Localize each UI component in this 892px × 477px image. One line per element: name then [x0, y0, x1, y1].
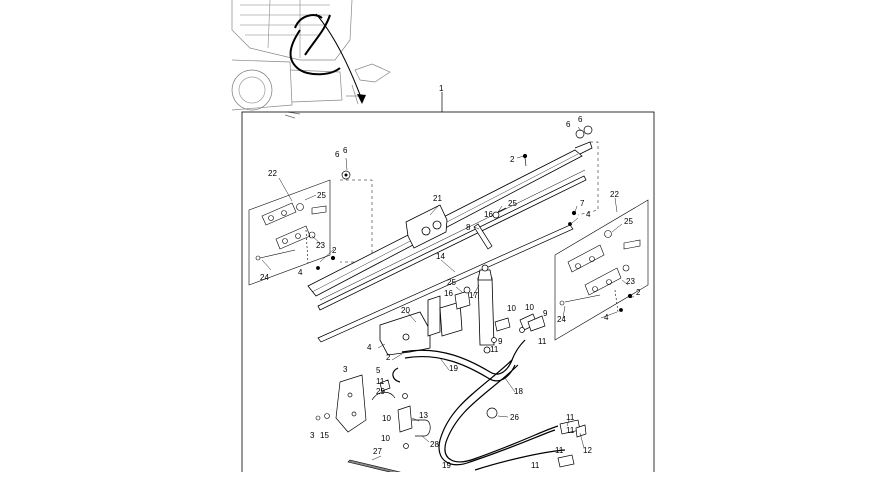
callout-23-left: 23: [316, 241, 325, 250]
mount-bracket-20: [379, 295, 463, 356]
callout-24-left: 24: [260, 273, 269, 282]
callout-4-left: 4: [298, 268, 303, 277]
fittings-9-10: [491, 313, 546, 343]
callout-4-right-bottom: 4: [604, 313, 609, 322]
callout-18: 18: [514, 387, 523, 396]
valve-block-13: [397, 393, 431, 449]
small-parts-15: [315, 413, 330, 421]
callout-6-right-b: 6: [578, 115, 583, 124]
callout-6-left-b: 6: [343, 146, 348, 155]
callout-2-left: 2: [332, 246, 337, 255]
callout-11-f: 11: [555, 446, 564, 455]
callout-labels: 22 25 23 2 4 24 6 6 2 6 6 21 25 16 8 14 …: [260, 115, 641, 470]
washer-right-b: [583, 125, 593, 135]
callout-11-a: 11: [538, 337, 547, 346]
callout-11-d: 11: [566, 413, 575, 422]
left-dash-guides: [340, 179, 373, 263]
callout-9-b: 9: [498, 337, 503, 346]
lower-fittings: [486, 407, 587, 468]
callout-12: 12: [583, 446, 592, 455]
washer-left: [341, 170, 351, 180]
callout-11-b: 11: [490, 345, 499, 354]
washer-right-a: [575, 129, 585, 139]
lower-rod: [317, 224, 574, 343]
callout-2-mid: 2: [386, 353, 391, 362]
hydraulic-cylinder-17: [477, 264, 495, 354]
pivot-bracket-21: [405, 204, 448, 249]
callout-19-b: 19: [442, 461, 451, 470]
callout-14: 14: [436, 252, 445, 261]
assembly-frame: [241, 111, 655, 477]
callout-20: 20: [401, 306, 410, 315]
callout-22-right: 22: [610, 190, 619, 199]
callout-26: 26: [510, 413, 519, 422]
callout-15: 15: [320, 431, 329, 440]
callout-13: 13: [419, 411, 428, 420]
callout-25-mid: 25: [447, 278, 456, 287]
callout-10-a: 10: [507, 304, 516, 313]
callout-19-a: 19: [449, 364, 458, 373]
callout-10-b: 10: [525, 303, 534, 312]
harness-highlight: [289, 14, 341, 76]
callout-25-left: 25: [317, 191, 326, 200]
callout-4-right-top: 4: [586, 210, 591, 219]
callout-6-right-a: 6: [566, 120, 571, 129]
callout-17: 17: [469, 291, 478, 300]
callout-7: 7: [580, 199, 585, 208]
callout-5: 5: [376, 366, 381, 375]
callout-27: 27: [373, 447, 382, 456]
callout-11-c: 11: [376, 377, 385, 386]
small-bolts-top: [316, 153, 633, 312]
callout-22-left: 22: [268, 169, 277, 178]
washer-left-hole: [344, 173, 348, 177]
callout-3-a: 3: [343, 365, 348, 374]
callout-28: 28: [430, 440, 439, 449]
callout-8: 8: [466, 223, 471, 232]
callout-29: 29: [376, 387, 385, 396]
callout-16-top: 16: [484, 210, 493, 219]
callout-10-d: 10: [381, 434, 390, 443]
callout-arrow-thumbnail: [315, 13, 366, 104]
right-hinge-subframe: [554, 199, 649, 341]
callout-11-e: 11: [566, 426, 575, 435]
left-hinge-subframe: [248, 179, 331, 286]
callout-4-mid: 4: [367, 343, 372, 352]
right-dash-guides: [577, 141, 599, 216]
callout-3-b: 3: [310, 431, 315, 440]
callout-9-a: 9: [543, 309, 548, 318]
callout-1: 1: [439, 84, 444, 93]
bottom-rod-27: [347, 459, 401, 475]
hoses: [392, 339, 566, 471]
callout-2-top: 2: [510, 155, 515, 164]
callout-2-right: 2: [636, 288, 641, 297]
callout-21: 21: [433, 194, 442, 203]
pin-and-bolt-8: [473, 207, 507, 250]
callout-24-right: 24: [557, 315, 566, 324]
callout-25-right: 25: [624, 217, 633, 226]
callout-16-mid: 16: [444, 289, 453, 298]
clamp-25-16: [454, 286, 471, 310]
callout-10-c: 10: [382, 414, 391, 423]
callout-6-left-a: 6: [335, 150, 340, 159]
plate-bracket-left: [335, 374, 396, 433]
callout-25-top: 25: [508, 199, 517, 208]
machine-thumbnail: [231, 0, 391, 119]
callout-23-right: 23: [626, 277, 635, 286]
callout-11-g: 11: [531, 461, 540, 470]
leader-lines: [261, 126, 635, 461]
